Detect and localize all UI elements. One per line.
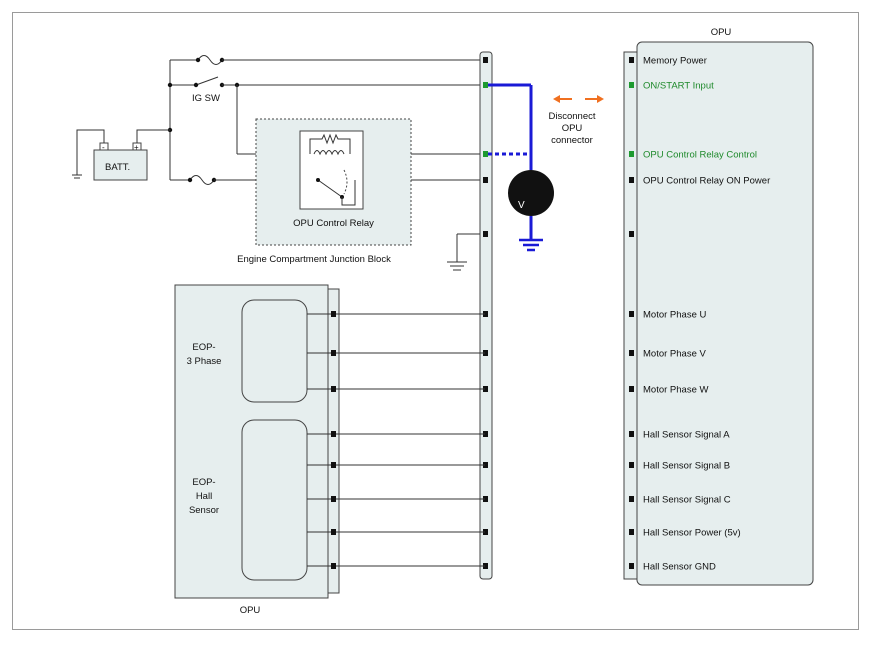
opu-pin-label: Motor Phase V	[643, 349, 706, 360]
opu-pin	[629, 177, 634, 183]
opu-pin-label: Hall Sensor Power (5v)	[643, 528, 741, 539]
fuse-1-icon	[197, 55, 223, 65]
voltmeter: V	[488, 83, 554, 252]
opu-pin-label: OPU Control Relay ON Power	[643, 176, 770, 187]
connector-pins	[483, 57, 488, 569]
hall-sensor-label-1: EOP-	[192, 477, 215, 488]
opu-pin	[629, 151, 634, 157]
disconnect-note-line-1: Disconnect	[549, 111, 596, 122]
opu-pin	[629, 57, 634, 63]
voltmeter-icon	[508, 170, 554, 216]
hall-sensor-label-3: Sensor	[189, 505, 219, 516]
opu-pin	[629, 350, 634, 356]
battery-label: BATT.	[105, 162, 130, 173]
opu-module-title: OPU	[711, 27, 732, 38]
relay-coil-icon	[309, 133, 351, 154]
ig-sw-label: IG SW	[192, 93, 220, 104]
opu-pin-label: ON/START Input	[643, 81, 714, 92]
hall-sensor-label-2: Hall	[196, 491, 212, 502]
battery-plus-label: +	[134, 143, 139, 152]
voltmeter-label: V	[518, 200, 525, 211]
opu-pin	[629, 82, 634, 88]
disconnect-note-line-3: connector	[551, 135, 593, 146]
opu-pin-label: Motor Phase W	[643, 385, 708, 396]
battery	[93, 149, 148, 181]
opu-pin	[629, 529, 634, 535]
opu-pin	[629, 431, 634, 437]
three-phase-label-1: EOP-	[192, 342, 215, 353]
disconnect-note-line-2: OPU	[562, 123, 583, 134]
three-phase-winding	[241, 299, 308, 403]
opu-pin	[629, 563, 634, 569]
fuse-2-icon	[189, 175, 215, 185]
junction-block-label: Engine Compartment Junction Block	[237, 254, 391, 265]
relay-label: OPU Control Relay	[293, 218, 374, 229]
opu-pin-label: Hall Sensor Signal A	[643, 430, 730, 441]
three-phase-label-2: 3 Phase	[187, 356, 222, 367]
eop-block: EOP- 3 Phase EOP- Hall Sensor OPU	[174, 284, 340, 616]
relay-box	[299, 130, 364, 210]
opu-pin-label: Hall Sensor Signal C	[643, 495, 731, 506]
opu-pin	[629, 496, 634, 502]
opu-pin-label: Hall Sensor Signal B	[643, 461, 730, 472]
opu-pin-label: Hall Sensor GND	[643, 562, 716, 573]
opu-pin-label: Motor Phase U	[643, 310, 706, 321]
junction-block: OPU Control Relay Engine Compartment Jun…	[237, 118, 412, 265]
diagram-frame	[12, 12, 859, 630]
relay-switch-icon	[317, 179, 343, 198]
opu-pin-label: OPU Control Relay Control	[643, 150, 757, 161]
eop-wires	[307, 311, 485, 569]
opu-pin	[629, 231, 634, 237]
disconnect-arrows-icon	[553, 95, 604, 103]
battery-minus-label: -	[102, 143, 105, 152]
ground-symbol	[447, 233, 485, 271]
opu-pin	[629, 462, 634, 468]
hall-sensor-unit	[241, 419, 308, 581]
opu-pin	[629, 311, 634, 317]
opu-pin-label: Memory Power	[643, 56, 707, 67]
ig-switch-icon	[195, 76, 219, 86]
eop-block-label: OPU	[240, 605, 261, 616]
opu-pin	[629, 386, 634, 392]
